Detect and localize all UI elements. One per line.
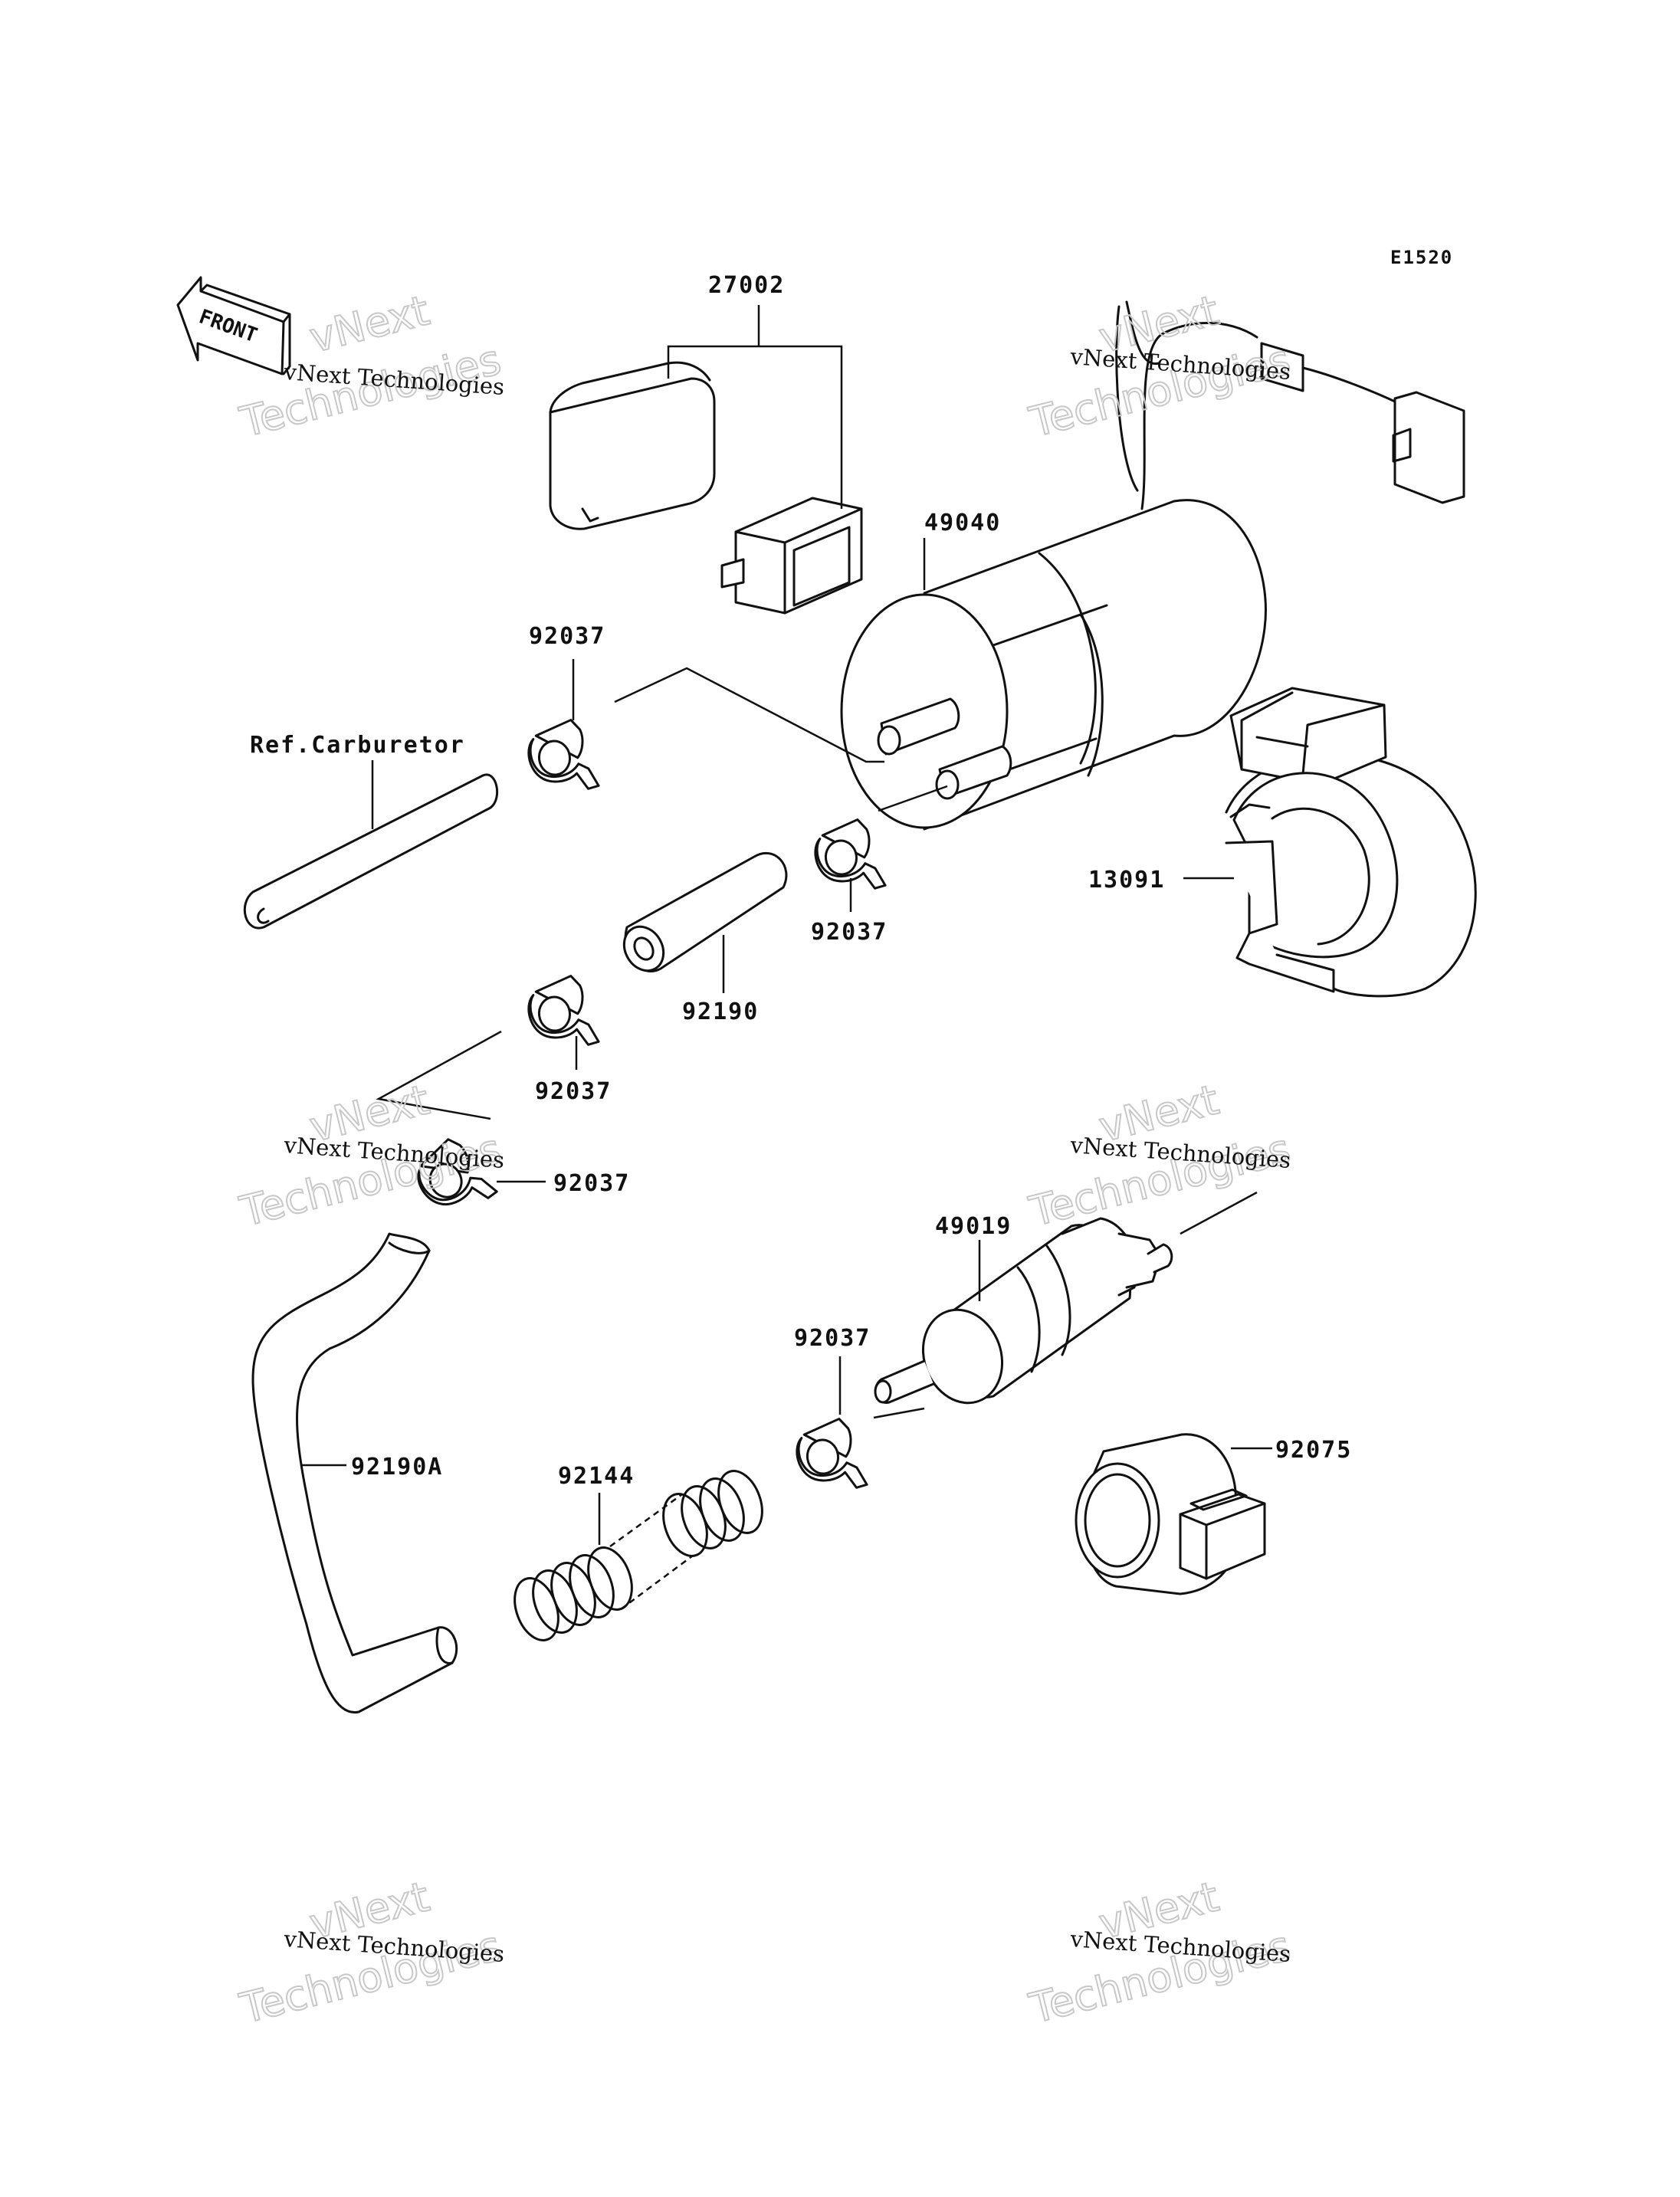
part-27002-relay: [549, 361, 716, 530]
part-92190A-hose: [251, 1232, 458, 1714]
part-92144-spring: [514, 1470, 763, 1641]
label-92037-d: 92037: [553, 1170, 630, 1197]
label-92037-b: 92037: [811, 919, 888, 946]
label-92037-c: 92037: [535, 1078, 612, 1105]
leader-hose-route: [376, 1030, 502, 1120]
svg-text:vNext: vNext: [305, 286, 434, 362]
leader-pump-inlet: [878, 785, 948, 812]
part-13091-bracket: [1225, 687, 1477, 998]
watermark-3: vNext Technologies vNext Technologies: [235, 1074, 507, 1237]
part-49040-fuel-pump: [840, 300, 1465, 831]
label-92075: 92075: [1275, 1437, 1352, 1464]
label-92190: 92190: [682, 998, 759, 1025]
leader-27002: [667, 305, 843, 509]
part-92037-clamp-b: [810, 815, 887, 897]
watermark-6: vNext Technologies vNext Technologies: [1024, 1871, 1296, 2034]
leader-filter-route: [873, 1191, 1258, 1419]
label-92037-a: 92037: [529, 623, 605, 650]
part-92075-band: [1075, 1433, 1266, 1595]
part-ref-carburetor-hose: [243, 773, 499, 930]
part-92037-clamp-e: [792, 1415, 868, 1497]
label-27002: 27002: [708, 272, 785, 299]
part-49019-fuel-filter: [874, 1217, 1173, 1405]
label-49019: 49019: [935, 1213, 1012, 1240]
watermark-2: vNext Technologies vNext Technologies: [1024, 285, 1296, 448]
watermark-4: vNext Technologies vNext Technologies: [1024, 1074, 1296, 1237]
part-27002-connector: [720, 497, 863, 615]
watermark-5: vNext Technologies vNext Technologies: [235, 1871, 507, 2034]
label-13091: 13091: [1088, 867, 1165, 894]
part-92037-clamp-a: [523, 716, 600, 798]
diagram-code: E1520: [1390, 247, 1453, 268]
label-92037-e: 92037: [794, 1325, 871, 1352]
label-92190A: 92190A: [351, 1454, 443, 1481]
front-arrow-icon: FRONT: [176, 276, 291, 375]
part-92190-hose: [622, 851, 788, 972]
leader-pump-outlet: [614, 667, 884, 763]
label-ref-carburetor: Ref.Carburetor: [250, 732, 465, 759]
label-92144: 92144: [558, 1463, 635, 1490]
part-92037-clamp-c: [523, 972, 600, 1054]
label-49040: 49040: [924, 510, 1001, 536]
